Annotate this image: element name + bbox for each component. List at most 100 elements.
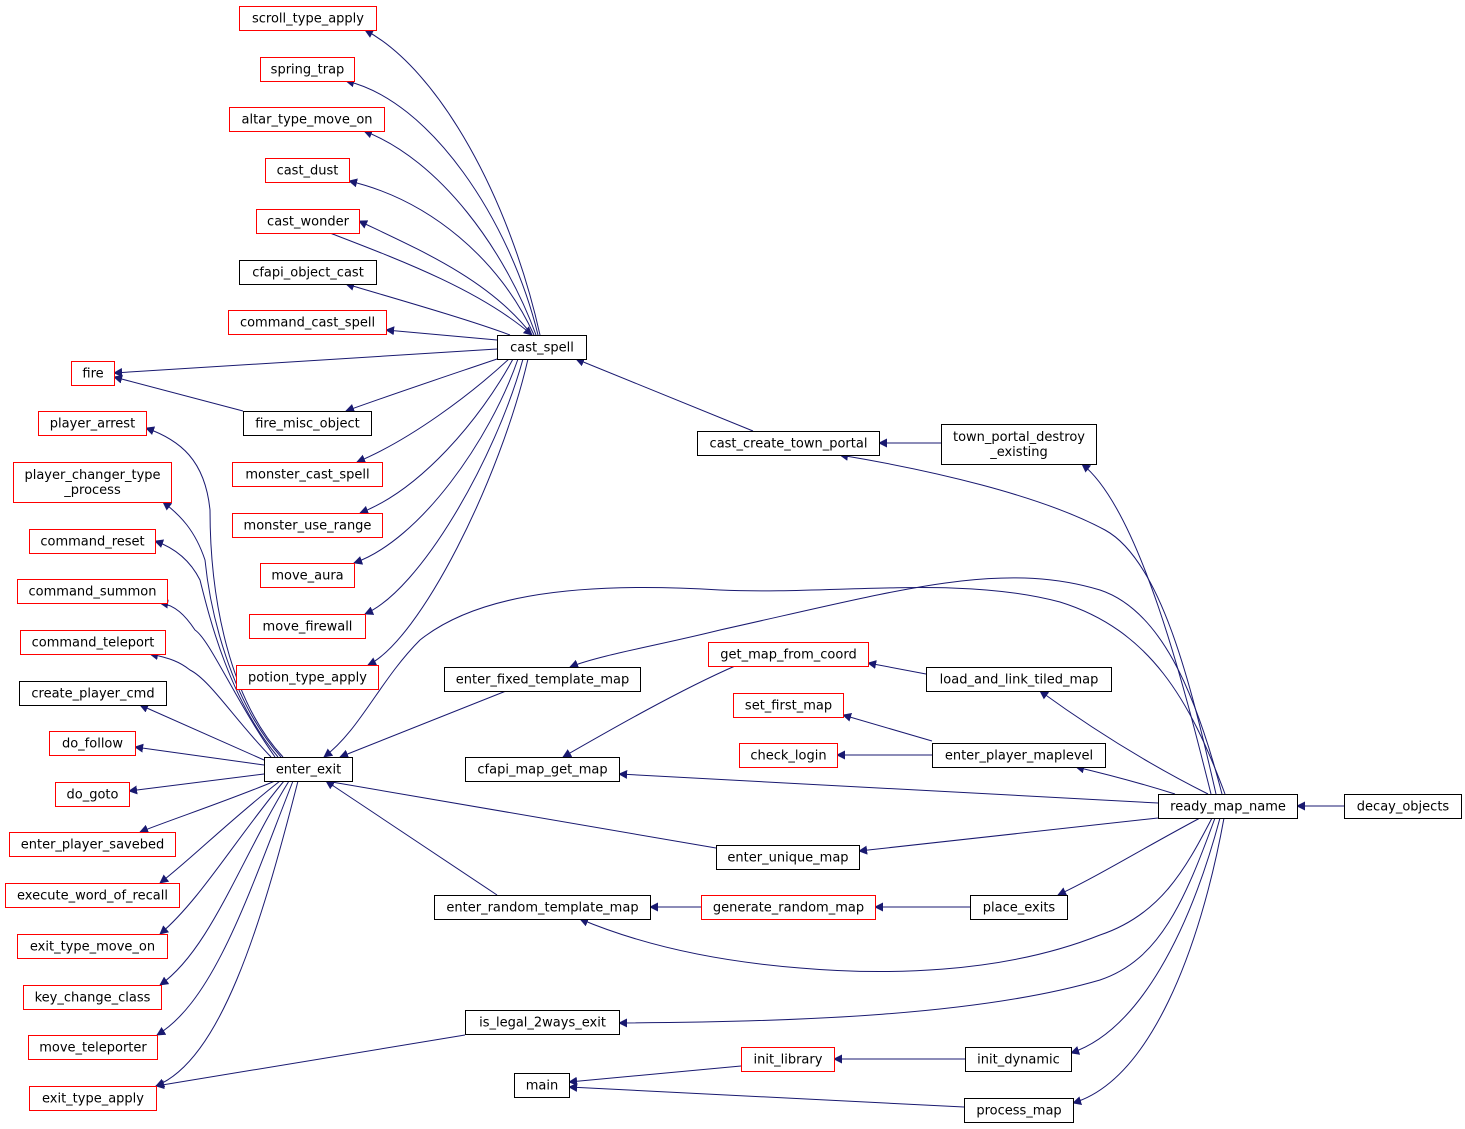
- node-box[interactable]: [239, 260, 377, 285]
- node-box[interactable]: [17, 579, 168, 604]
- node-box[interactable]: [964, 1098, 1074, 1123]
- node-cast-spell[interactable]: cast_spell: [497, 335, 587, 360]
- node-box[interactable]: [229, 107, 385, 132]
- node-do-follow[interactable]: do_follow: [49, 731, 136, 756]
- node-box[interactable]: [71, 361, 115, 386]
- node-cast-create-town-portal[interactable]: cast_create_town_portal: [697, 431, 880, 456]
- node-box[interactable]: [741, 1047, 835, 1072]
- node-exit-type-move-on[interactable]: exit_type_move_on: [17, 934, 168, 959]
- node-box[interactable]: [9, 832, 176, 857]
- node-command-teleport[interactable]: command_teleport: [20, 630, 166, 655]
- node-move-aura[interactable]: move_aura: [260, 563, 355, 588]
- node-potion-type-apply[interactable]: potion_type_apply: [236, 665, 379, 690]
- node-player-changer-type-process[interactable]: player_changer_type_process: [13, 462, 172, 503]
- node-move-teleporter[interactable]: move_teleporter: [28, 1035, 158, 1060]
- node-place-exits[interactable]: place_exits: [970, 895, 1068, 920]
- node-command-reset[interactable]: command_reset: [29, 529, 156, 554]
- node-enter-player-savebed[interactable]: enter_player_savebed: [9, 832, 176, 857]
- node-main[interactable]: main: [514, 1073, 570, 1098]
- node-enter-exit[interactable]: enter_exit: [264, 757, 353, 782]
- node-box[interactable]: [49, 731, 136, 756]
- node-box[interactable]: [19, 681, 167, 706]
- node-do-goto[interactable]: do_goto: [55, 782, 130, 807]
- node-cfapi-map-get-map[interactable]: cfapi_map_get_map: [465, 757, 620, 782]
- node-cast-wonder[interactable]: cast_wonder: [256, 209, 360, 234]
- node-command-cast-spell[interactable]: command_cast_spell: [228, 310, 387, 335]
- node-ready-map-name[interactable]: ready_map_name: [1158, 794, 1298, 819]
- node-box[interactable]: [514, 1073, 570, 1098]
- node-box[interactable]: [29, 1086, 157, 1111]
- node-box[interactable]: [20, 630, 166, 655]
- node-cfapi-object-cast[interactable]: cfapi_object_cast: [239, 260, 377, 285]
- node-box[interactable]: [465, 1010, 620, 1035]
- node-box[interactable]: [260, 57, 355, 82]
- node-box[interactable]: [1344, 794, 1462, 819]
- node-box[interactable]: [497, 335, 587, 360]
- node-box[interactable]: [1158, 794, 1298, 819]
- node-box[interactable]: [733, 693, 844, 718]
- node-decay-objects[interactable]: decay_objects: [1344, 794, 1462, 819]
- node-move-firewall[interactable]: move_firewall: [249, 614, 366, 639]
- node-box[interactable]: [13, 462, 172, 503]
- node-box[interactable]: [256, 209, 360, 234]
- node-exit-type-apply[interactable]: exit_type_apply: [29, 1086, 157, 1111]
- node-enter-fixed-template-map[interactable]: enter_fixed_template_map: [444, 667, 641, 692]
- node-box[interactable]: [434, 895, 651, 920]
- node-enter-player-maplevel[interactable]: enter_player_maplevel: [932, 743, 1106, 768]
- node-box[interactable]: [23, 985, 162, 1010]
- node-box[interactable]: [265, 158, 350, 183]
- node-box[interactable]: [701, 895, 876, 920]
- node-init-library[interactable]: init_library: [741, 1047, 835, 1072]
- node-box[interactable]: [239, 6, 377, 31]
- node-enter-random-template-map[interactable]: enter_random_template_map: [434, 895, 651, 920]
- node-execute-word-of-recall[interactable]: execute_word_of_recall: [5, 883, 180, 908]
- node-box[interactable]: [708, 642, 869, 667]
- node-command-summon[interactable]: command_summon: [17, 579, 168, 604]
- node-box[interactable]: [17, 934, 168, 959]
- node-box[interactable]: [716, 845, 860, 870]
- node-town-portal-destroy-existing[interactable]: town_portal_destroy_existing: [941, 424, 1097, 465]
- node-cast-dust[interactable]: cast_dust: [265, 158, 350, 183]
- node-box[interactable]: [236, 665, 379, 690]
- node-init-dynamic[interactable]: init_dynamic: [965, 1047, 1072, 1072]
- node-monster-use-range[interactable]: monster_use_range: [232, 513, 383, 538]
- node-box[interactable]: [228, 310, 387, 335]
- node-check-login[interactable]: check_login: [739, 743, 838, 768]
- node-box[interactable]: [970, 895, 1068, 920]
- node-player-arrest[interactable]: player_arrest: [38, 411, 147, 436]
- node-box[interactable]: [941, 424, 1097, 465]
- node-box[interactable]: [38, 411, 147, 436]
- node-box[interactable]: [249, 614, 366, 639]
- node-box[interactable]: [444, 667, 641, 692]
- node-box[interactable]: [5, 883, 180, 908]
- node-altar-type-move-on[interactable]: altar_type_move_on: [229, 107, 385, 132]
- node-is-legal-2ways-exit[interactable]: is_legal_2ways_exit: [465, 1010, 620, 1035]
- node-get-map-from-coord[interactable]: get_map_from_coord: [708, 642, 869, 667]
- node-box[interactable]: [28, 1035, 158, 1060]
- node-box[interactable]: [264, 757, 353, 782]
- node-box[interactable]: [232, 462, 383, 487]
- node-box[interactable]: [260, 563, 355, 588]
- node-fire-misc-object[interactable]: fire_misc_object: [243, 411, 372, 436]
- node-box[interactable]: [739, 743, 838, 768]
- node-spring-trap[interactable]: spring_trap: [260, 57, 355, 82]
- node-create-player-cmd[interactable]: create_player_cmd: [19, 681, 167, 706]
- node-box[interactable]: [697, 431, 880, 456]
- node-process-map[interactable]: process_map: [964, 1098, 1074, 1123]
- node-generate-random-map[interactable]: generate_random_map: [701, 895, 876, 920]
- node-box[interactable]: [965, 1047, 1072, 1072]
- node-scroll-type-apply[interactable]: scroll_type_apply: [239, 6, 377, 31]
- node-box[interactable]: [465, 757, 620, 782]
- node-key-change-class[interactable]: key_change_class: [23, 985, 162, 1010]
- node-box[interactable]: [55, 782, 130, 807]
- node-fire[interactable]: fire: [71, 361, 115, 386]
- node-box[interactable]: [29, 529, 156, 554]
- node-box[interactable]: [232, 513, 383, 538]
- node-box[interactable]: [243, 411, 372, 436]
- node-enter-unique-map[interactable]: enter_unique_map: [716, 845, 860, 870]
- node-load-and-link-tiled-map[interactable]: load_and_link_tiled_map: [926, 667, 1112, 692]
- node-box[interactable]: [932, 743, 1106, 768]
- node-box[interactable]: [926, 667, 1112, 692]
- node-monster-cast-spell[interactable]: monster_cast_spell: [232, 462, 383, 487]
- node-set-first-map[interactable]: set_first_map: [733, 693, 844, 718]
